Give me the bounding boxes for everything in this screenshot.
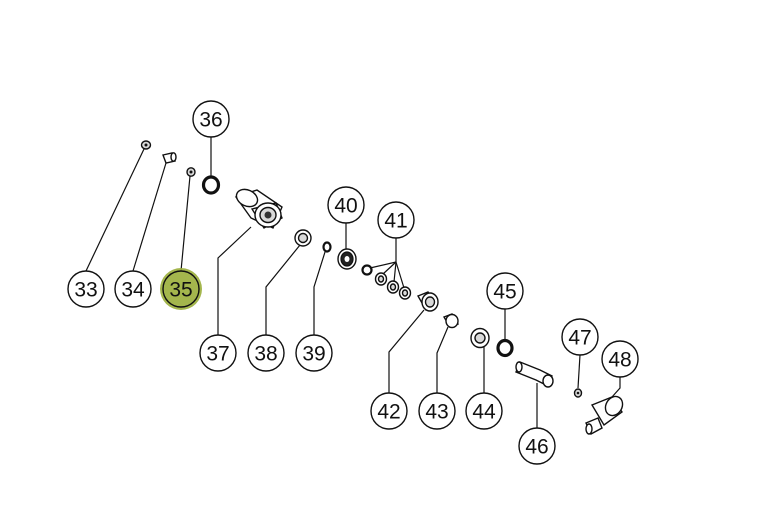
leader-34 — [132, 162, 167, 272]
callout-39-label: 39 — [302, 343, 325, 366]
callout-43[interactable]: 43 — [418, 392, 456, 430]
part-41-washer-set — [361, 264, 412, 300]
parts-group — [140, 140, 624, 435]
leader-39 — [313, 251, 326, 336]
callout-45-label: 45 — [493, 281, 516, 304]
callout-36[interactable]: 36 — [192, 100, 230, 138]
callout-33[interactable]: 33 — [67, 270, 105, 308]
leader-47 — [577, 354, 581, 389]
callout-34-label: 34 — [121, 279, 145, 302]
callout-47[interactable]: 47 — [561, 318, 599, 356]
leader-37 — [217, 226, 252, 336]
leader-41-c — [382, 261, 397, 275]
part-48-fitting — [585, 395, 624, 435]
part-33-nut — [140, 140, 152, 150]
callout-37-label: 37 — [206, 343, 229, 366]
part-37-housing — [234, 188, 283, 229]
callout-45[interactable]: 45 — [486, 272, 524, 310]
callout-46[interactable]: 46 — [518, 427, 556, 465]
leader-48 — [611, 377, 621, 398]
callout-42-label: 42 — [377, 401, 400, 424]
callout-42[interactable]: 42 — [370, 392, 408, 430]
callout-38-label: 38 — [254, 343, 277, 366]
part-47-nut — [573, 388, 583, 398]
callout-43-label: 43 — [425, 401, 448, 424]
leader-43 — [436, 326, 449, 394]
callout-33-label: 33 — [74, 279, 97, 302]
callout-35[interactable]: 35 — [160, 268, 202, 310]
part-38-ring — [294, 229, 312, 247]
callout-48[interactable]: 48 — [601, 340, 639, 378]
callout-40[interactable]: 40 — [327, 186, 365, 224]
leader-33 — [85, 148, 145, 272]
callout-39[interactable]: 39 — [295, 334, 333, 372]
callout-35-highlight — [160, 268, 202, 310]
part-40-bearing — [337, 248, 357, 270]
callout-35-label: 35 — [169, 279, 192, 302]
leader-41-e — [395, 261, 405, 289]
part-46-shaft — [515, 361, 554, 388]
callout-34[interactable]: 34 — [114, 270, 152, 308]
leader-41-b — [369, 261, 397, 269]
leader-35 — [180, 175, 191, 272]
callout-37[interactable]: 37 — [199, 334, 237, 372]
callouts: 33 34 35 36 37 38 39 40 — [67, 100, 639, 465]
part-34-bushing — [162, 152, 177, 164]
leader-41-d — [393, 261, 397, 283]
leader-lines — [85, 137, 621, 429]
callout-36-label: 36 — [199, 109, 222, 132]
callout-48-label: 48 — [608, 349, 631, 372]
part-36-o-ring — [201, 175, 221, 195]
part-39-small-o-ring — [322, 241, 332, 253]
part-43-bushing — [442, 313, 460, 329]
part-45-o-ring — [496, 338, 514, 358]
callout-47-label: 47 — [568, 327, 591, 350]
callout-41-label: 41 — [384, 210, 407, 233]
callout-44-label: 44 — [472, 401, 496, 424]
part-44-ring — [470, 327, 490, 349]
callout-46-label: 46 — [525, 436, 548, 459]
callout-44[interactable]: 44 — [465, 392, 503, 430]
callout-41[interactable]: 41 — [377, 201, 415, 239]
callout-38[interactable]: 38 — [247, 334, 285, 372]
leader-42 — [388, 309, 425, 394]
leader-38 — [265, 244, 301, 336]
callout-40-label: 40 — [334, 195, 357, 218]
part-42-bushing — [416, 291, 439, 312]
part-35-washer — [186, 167, 196, 177]
